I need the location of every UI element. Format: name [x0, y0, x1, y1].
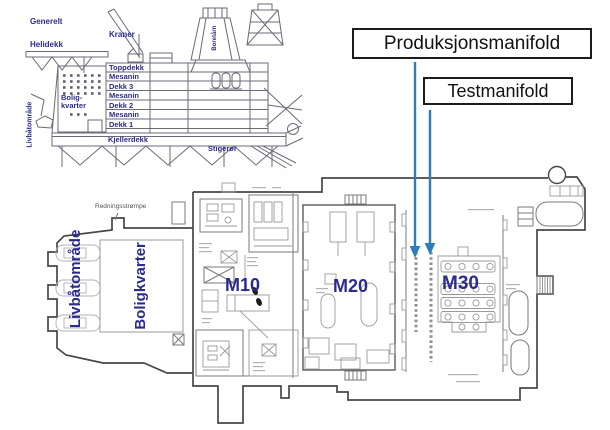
- label-boligkvarter-elev-2: kvarter: [61, 101, 87, 110]
- deck-label-3: Mesanin: [109, 91, 140, 100]
- plan-left-wing-boundary: [47, 217, 193, 374]
- module-m30: [401, 210, 530, 376]
- label-boligkvarter-plan: Boligkvarter: [132, 242, 150, 330]
- deck-label-0: Toppdekk: [109, 63, 144, 72]
- elevation-drawing: [25, 3, 304, 169]
- deck-label-2: Dekk 3: [109, 81, 134, 91]
- module-label-m10: M10: [225, 275, 261, 295]
- label-livbatomrade-elev: Livbåtområde: [26, 101, 34, 148]
- vertical-tank: [508, 290, 529, 336]
- plan-drawing: [47, 165, 586, 424]
- elev-flare-tower: [246, 3, 284, 46]
- label-boretarn: Boretårn: [211, 25, 218, 51]
- deck-label-6: Dekk 1: [109, 119, 134, 129]
- wellhead-grid: [437, 246, 501, 333]
- callout-testmanifold: Testmanifold: [423, 77, 573, 105]
- elev-derrick: [190, 7, 251, 90]
- deck-label-1: Mesanin: [109, 72, 140, 81]
- vertical-tank: [510, 339, 530, 376]
- plan-living-quarters: [99, 239, 184, 333]
- module-label-m30: M30: [442, 273, 479, 294]
- plan-top-right-equipment: [517, 185, 584, 295]
- label-redningsstrompe: Redningsstrømpe: [95, 203, 147, 210]
- micro-text: [199, 187, 520, 383]
- module-label-m20: M20: [333, 276, 369, 296]
- label-boligkvarter-elev-1: Bolig-: [61, 93, 83, 102]
- label-kraner: Kraner: [109, 30, 135, 39]
- label-kjellerdekk: Kjellerdekk: [108, 134, 149, 144]
- plan-outer-boundary: [192, 176, 586, 424]
- module-m10-rooms: [195, 182, 299, 378]
- label-livbatomrade-plan: Livbåtområde: [67, 229, 85, 329]
- callout-produksjonsmanifold: Produksjonsmanifold: [352, 28, 592, 59]
- elev-crane: [107, 8, 144, 63]
- module-m20: [302, 194, 396, 381]
- label-generelt: Generelt: [30, 17, 63, 26]
- callout-arrows: [409, 62, 436, 258]
- deck-label-4: Dekk 2: [109, 100, 134, 110]
- horizontal-tank: [535, 201, 584, 227]
- label-stigeror: Stigerør: [208, 143, 237, 153]
- plan-circle-feature: [547, 165, 567, 185]
- deck-label-5: Mesanin: [109, 110, 140, 119]
- label-helidekk: Helidekk: [30, 40, 63, 49]
